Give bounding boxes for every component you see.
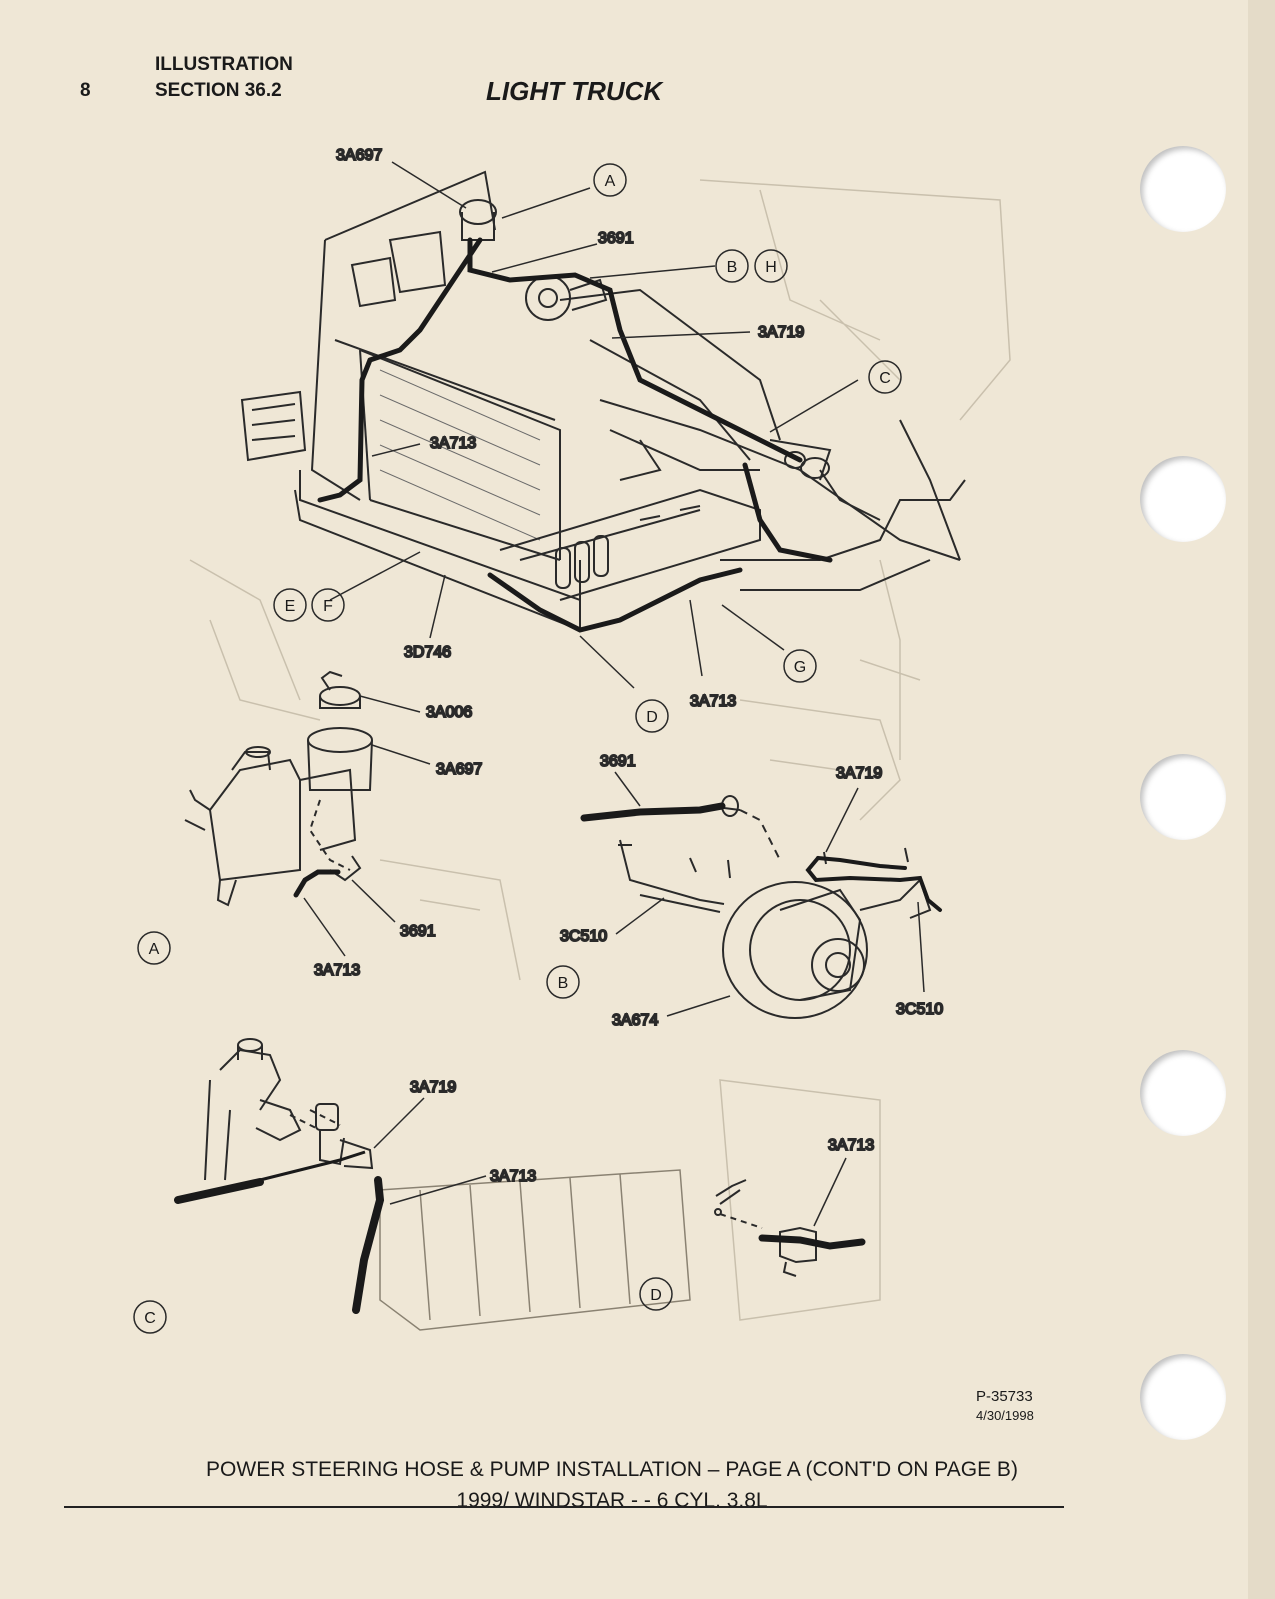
detail-c-letter: C — [144, 1310, 156, 1327]
detail-a-marker: A — [137, 931, 171, 965]
detail-d-letter: D — [650, 1287, 662, 1304]
callout-c-letter: C — [879, 370, 891, 387]
label-3a713-main-bottom: 3A713 — [690, 693, 736, 710]
detail-a-leaders — [303, 695, 431, 957]
callout-d-letter: D — [646, 709, 658, 726]
label-3a006-detail-a: 3A006 — [426, 704, 472, 721]
label-3c510-detail-b-right: 3C510 — [896, 1001, 943, 1018]
detail-a-drawing — [184, 670, 373, 907]
callout-b: B — [715, 249, 749, 283]
detail-b-hoses — [580, 802, 726, 822]
detail-c-hoses — [174, 1176, 385, 1314]
main-leaders — [329, 161, 859, 689]
callout-b-letter: B — [727, 259, 738, 276]
page-number: 8 — [80, 80, 91, 101]
binder-hole — [1140, 146, 1226, 232]
callout-a-letter: A — [605, 173, 616, 190]
main-front-structure — [240, 170, 966, 632]
detail-d-drawing — [714, 1179, 817, 1277]
label-3a713-detail-a: 3A713 — [314, 962, 360, 979]
callout-e-letter: E — [285, 598, 296, 615]
main-hoses — [317, 237, 833, 633]
detail-c-tube — [259, 1150, 366, 1182]
bottom-rule — [64, 1506, 1064, 1508]
label-3691-main: 3691 — [598, 230, 634, 247]
detail-b-lines — [805, 856, 942, 912]
callout-c: C — [868, 360, 902, 394]
callout-h: H — [754, 249, 788, 283]
label-3a713-detail-d: 3A713 — [828, 1137, 874, 1154]
detail-a-hoses — [293, 869, 341, 898]
binder-hole — [1140, 1050, 1226, 1136]
callout-g: G — [783, 649, 817, 683]
label-3d746-main: 3D746 — [404, 644, 451, 661]
callout-d: D — [635, 699, 669, 733]
label-3691-detail-b: 3691 — [600, 753, 636, 770]
callout-g-letter: G — [794, 659, 806, 676]
label-3a697-main: 3A697 — [336, 147, 382, 164]
label-3a713-detail-c: 3A713 — [490, 1168, 536, 1185]
caption-line-1: POWER STEERING HOSE & PUMP INSTALLATION … — [206, 1458, 1018, 1481]
label-3a719-main: 3A719 — [758, 324, 804, 341]
detail-c-marker: C — [133, 1300, 167, 1334]
callout-h-letter: H — [765, 259, 777, 276]
detail-a-letter: A — [149, 941, 160, 958]
binder-hole — [1140, 754, 1226, 840]
page-edge — [1248, 0, 1275, 1599]
detail-b-marker: B — [546, 965, 580, 999]
section-label: SECTION 36.2 — [155, 80, 282, 101]
detail-c-drawing — [204, 1038, 691, 1331]
page-paper — [0, 0, 1248, 1599]
ghost-background — [189, 179, 1011, 1321]
label-3a719-detail-b: 3A719 — [836, 765, 882, 782]
detail-c-leaders — [373, 1097, 487, 1205]
binder-hole — [1140, 1354, 1226, 1440]
page-title: LIGHT TRUCK — [486, 76, 663, 106]
label-3a674-detail-b: 3A674 — [612, 1012, 658, 1029]
label-3a713-main-left: 3A713 — [430, 435, 476, 452]
caption-line-2: 1999/ WINDSTAR - - 6 CYL. 3.8L — [456, 1489, 768, 1512]
diagram-drawing: 3A697 3691 3A719 3A713 3D746 3A713 A B H… — [133, 146, 1011, 1334]
detail-d-marker: D — [639, 1277, 673, 1311]
reference-date: 4/30/1998 — [976, 1408, 1034, 1423]
detail-d-hoses — [758, 1234, 866, 1250]
callout-f-letter: F — [323, 598, 333, 615]
detail-b-letter: B — [558, 975, 569, 992]
detail-b-leaders — [614, 771, 925, 1017]
detail-d-leaders — [813, 1157, 847, 1227]
binder-hole — [1140, 456, 1226, 542]
reference-code: P-35733 — [976, 1388, 1033, 1405]
callout-e: E — [273, 588, 307, 622]
label-3691-detail-a: 3691 — [400, 923, 436, 940]
label-3a697-detail-a: 3A697 — [436, 761, 482, 778]
detail-b-drawing — [618, 795, 932, 1019]
label-3a719-detail-c: 3A719 — [410, 1079, 456, 1096]
callout-a: A — [593, 163, 627, 197]
callout-f: F — [311, 588, 345, 622]
illustration-label: ILLUSTRATION — [155, 54, 293, 75]
label-3c510-detail-b-left: 3C510 — [560, 928, 607, 945]
